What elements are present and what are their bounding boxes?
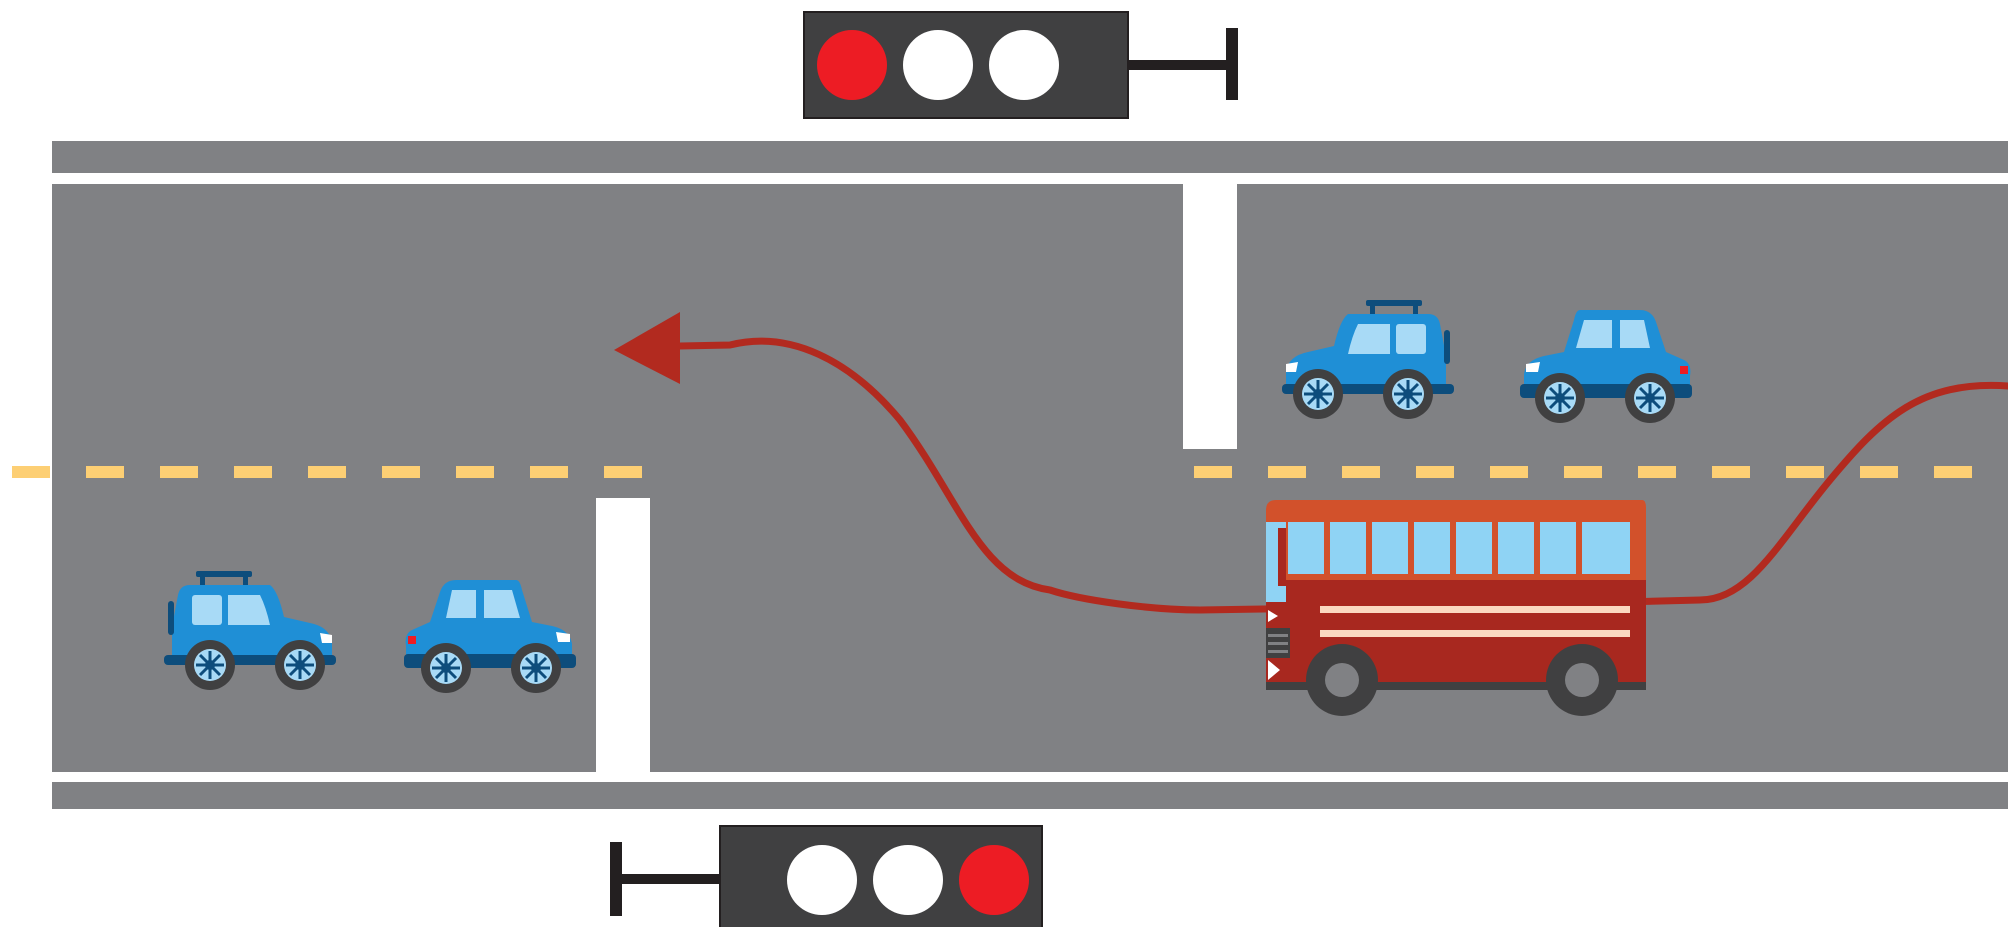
top-traffic-light: [803, 11, 1238, 119]
path-line: [676, 337, 2008, 614]
signal-pole-arm: [616, 874, 720, 884]
vehicles: [164, 300, 1692, 716]
signal-lamp-red: [959, 845, 1029, 915]
stop-line-bottom: [596, 498, 650, 772]
signal-lamp-off: [903, 30, 973, 100]
curved-arrow-icon: [614, 312, 2008, 614]
red-bus: [1266, 500, 1646, 716]
signal-lamp-off: [873, 845, 943, 915]
road: [12, 141, 2008, 809]
bottom-curb: [52, 782, 2008, 809]
lane-marking-right: [1194, 466, 1972, 478]
stop-line-top: [1183, 184, 1237, 449]
road-surface: [52, 184, 2008, 772]
lane-marking-left: [12, 466, 642, 478]
top-curb: [52, 141, 2008, 173]
signal-pole-arm: [1128, 60, 1232, 70]
signal-pole: [610, 842, 622, 916]
signal-lamp-red: [817, 30, 887, 100]
arrow-head-icon: [614, 312, 680, 384]
signal-lamp-off: [787, 845, 857, 915]
bottom-traffic-light: [610, 825, 1043, 927]
signal-lamp-off: [989, 30, 1059, 100]
signal-pole: [1226, 28, 1238, 100]
